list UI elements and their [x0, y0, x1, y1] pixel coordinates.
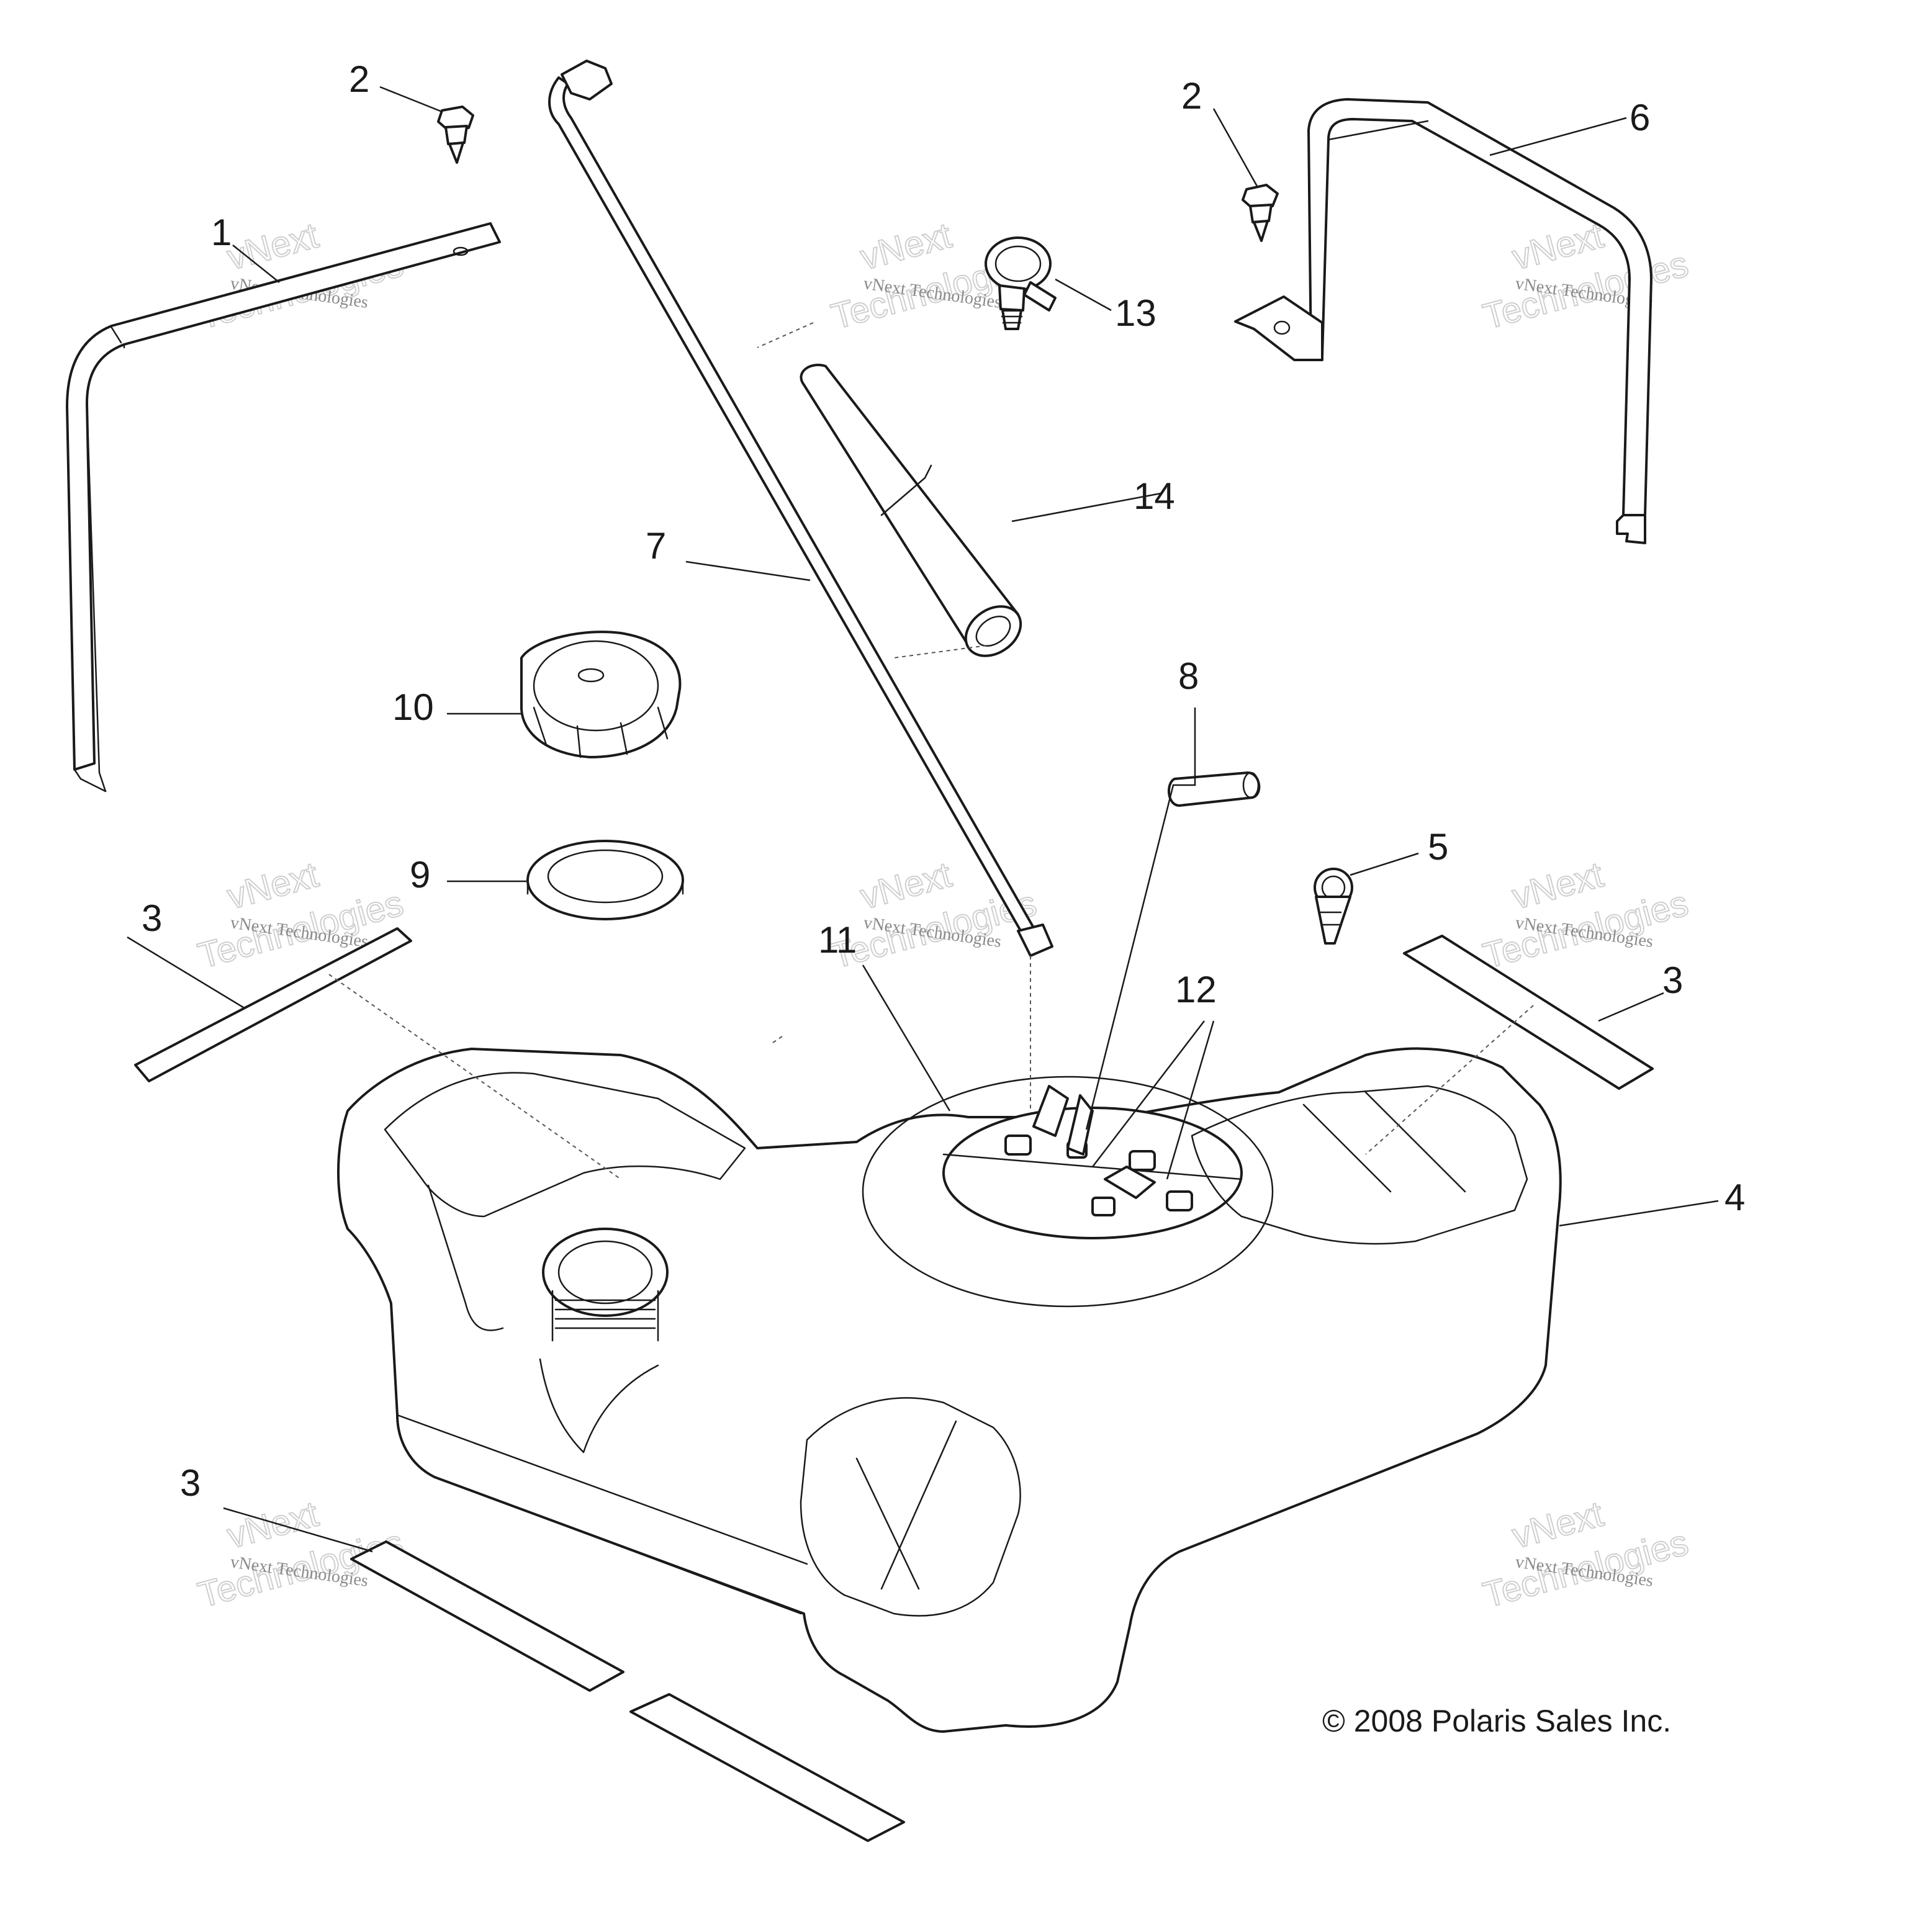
part-9-gasket — [526, 840, 684, 920]
part-4-fuel-tank — [337, 1047, 1562, 1733]
part-2-bolt-left — [437, 106, 474, 164]
part-7-vent-line — [548, 60, 1053, 957]
callout-7: 7 — [646, 525, 666, 567]
callout-8: 8 — [1178, 655, 1199, 697]
callouts: 1 2 2 3 3 3 4 5 6 7 8 9 10 11 12 13 14 — [142, 58, 1745, 1504]
callout-6: 6 — [1630, 97, 1650, 138]
callout-3-lower: 3 — [180, 1462, 201, 1504]
callout-9: 9 — [410, 854, 430, 896]
callout-2-right: 2 — [1181, 75, 1202, 117]
callout-3-upper-left: 3 — [142, 897, 162, 939]
part-3-pad-upper-right — [1403, 935, 1654, 1090]
callout-5: 5 — [1428, 826, 1448, 868]
part-3-pad-lower-left — [350, 1540, 624, 1692]
copyright-notice: © 2008 Polaris Sales Inc. — [1322, 1704, 1671, 1738]
part-13-clamp — [985, 236, 1057, 330]
callout-4: 4 — [1724, 1177, 1745, 1218]
part-5-fitting — [1314, 868, 1353, 945]
part-3-pad-upper-left — [134, 927, 412, 1082]
callout-2-left: 2 — [349, 58, 369, 100]
part-6-right-bracket — [1234, 98, 1652, 544]
part-1-left-strap — [66, 222, 501, 793]
callout-3-upper-right: 3 — [1662, 959, 1683, 1001]
callout-13: 13 — [1115, 292, 1156, 334]
leader-lines — [127, 86, 1719, 1553]
callout-14: 14 — [1134, 475, 1175, 517]
part-14-tube — [800, 364, 1022, 657]
part-8-small-hose — [1167, 771, 1261, 807]
callout-12: 12 — [1175, 969, 1217, 1010]
callout-10: 10 — [392, 686, 434, 728]
part-10-fuel-cap — [520, 631, 682, 758]
assembly-lines — [328, 322, 1534, 1180]
callout-1: 1 — [211, 212, 232, 253]
part-3-pad-lower-center — [629, 1693, 905, 1842]
callout-11: 11 — [818, 919, 857, 961]
part-2-bolt-right — [1242, 184, 1279, 242]
